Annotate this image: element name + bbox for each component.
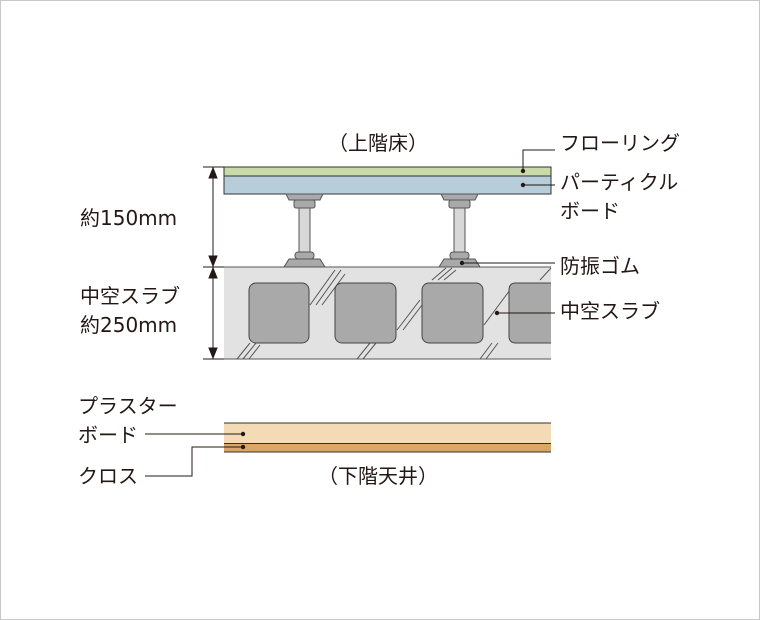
- dimension-lines: [203, 166, 224, 360]
- cloth-label: クロス: [78, 464, 138, 488]
- particle-board-label-2: ボード: [560, 199, 620, 223]
- leader-lines: [145, 149, 555, 477]
- slab-void: [334, 282, 397, 344]
- hollow-slab-label: 中空スラブ: [560, 299, 660, 323]
- plaster-board-label-1: プラスター: [78, 394, 178, 418]
- floor-height-label: 約150mm: [80, 206, 178, 230]
- slab-hatching: [236, 267, 552, 360]
- leader-dots: [240, 168, 526, 450]
- plaster-board-layer: [224, 423, 551, 443]
- cloth-layer: [224, 444, 551, 452]
- support-leg-2: [438, 193, 481, 268]
- rubber-label: 防振ゴム: [560, 254, 640, 278]
- particle-board-layer: [223, 175, 552, 195]
- flooring-layer: [223, 166, 552, 177]
- support-leg-1: [283, 193, 326, 268]
- slab-void: [248, 282, 310, 344]
- plaster-board-label-2: ボード: [78, 423, 138, 447]
- slab-void: [421, 282, 484, 344]
- slab-name-label: 中空スラブ: [80, 284, 180, 308]
- particle-board-label-1: パーティクル: [560, 170, 679, 194]
- slab-thickness-label: 約250mm: [80, 313, 178, 337]
- upper-floor-label: （上階床）: [328, 131, 428, 155]
- flooring-label: フローリング: [560, 131, 680, 155]
- lower-ceiling-label: （下階天井）: [318, 464, 438, 488]
